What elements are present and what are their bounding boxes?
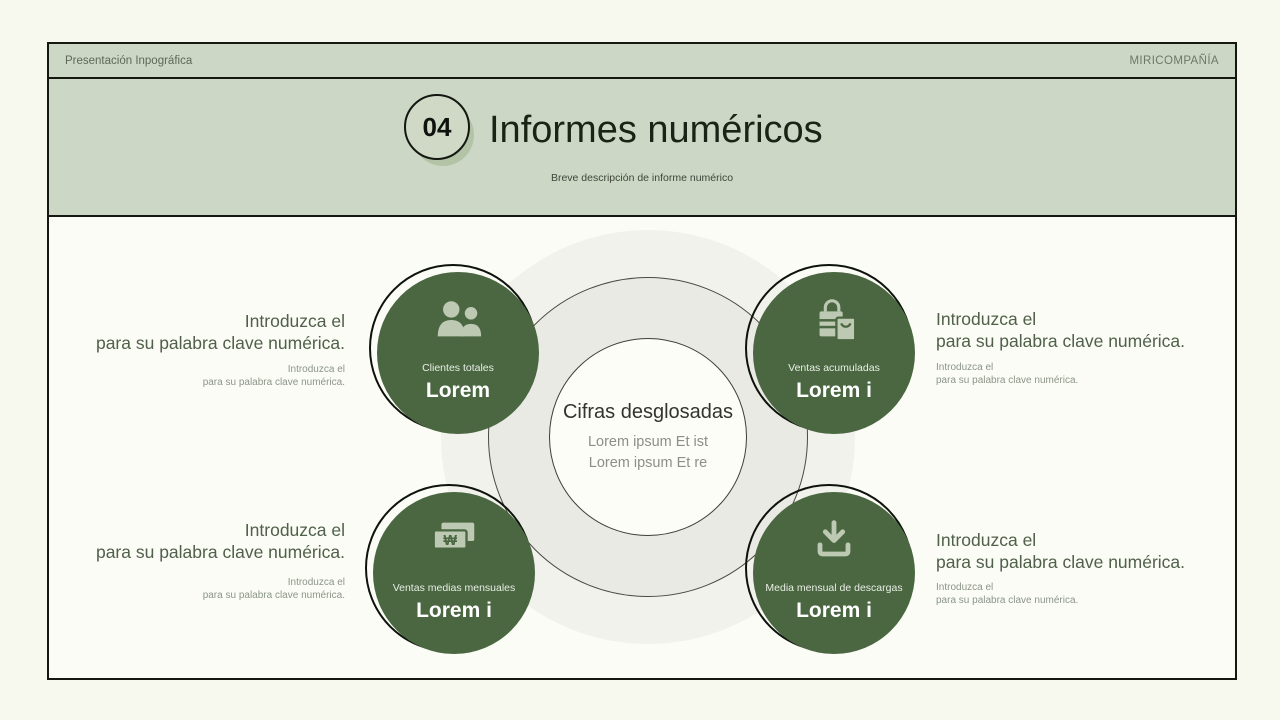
slide-content: Cifras desglosadas Lorem ipsum Et ist Lo… <box>49 219 1235 678</box>
section-number: 04 <box>404 94 470 160</box>
top-bar: Presentación Inpográfica MIRICOMPAÑÍA <box>49 44 1235 79</box>
shopping-bags-icon <box>819 298 857 341</box>
annotation-line-2: para su palabra clave numérica. <box>936 551 1186 572</box>
annotation-sub-line-2: para su palabra clave numérica. <box>936 374 1079 386</box>
annotation-sub-line-1: Introduzca el <box>287 364 345 375</box>
company-name: MIRICOMPAÑÍA <box>1129 54 1219 67</box>
center-title: Cifras desglosadas <box>562 400 734 423</box>
stat-label: Media mensual de descargas <box>765 581 903 594</box>
annotation-line-1: Introduzca el <box>244 520 345 540</box>
stat-value: Lorem i <box>796 378 872 402</box>
annotation-bottom-right-sub: Introduzca el para su palabra clave numé… <box>936 582 1236 607</box>
stat-circle: Ventas acumuladas Lorem i <box>753 272 915 434</box>
won-symbol: ₩ <box>443 532 457 548</box>
stat-value: Lorem i <box>416 598 492 622</box>
annotation-line-1: Introduzca el <box>936 309 1037 329</box>
annotation-top-right: Introduzca el para su palabra clave numé… <box>936 309 1236 352</box>
presentation-name: Presentación Inpográfica <box>65 54 193 67</box>
annotation-line-2: para su palabra clave numérica. <box>95 541 345 562</box>
slide-header: 04 Informes numéricos Breve descripción … <box>49 79 1235 217</box>
annotation-line-1: Introduzca el <box>244 311 345 331</box>
stat-circle: Clientes totales Lorem <box>377 272 539 434</box>
stat-circle: Media mensual de descargas Lorem i <box>753 492 915 654</box>
users-icon <box>437 300 482 336</box>
stat-ventas-medias: ₩ Ventas medias mensuales Lorem i <box>365 484 537 656</box>
annotation-bottom-right: Introduzca el para su palabra clave numé… <box>936 530 1236 573</box>
stat-circle: ₩ Ventas medias mensuales Lorem i <box>373 492 535 654</box>
stat-label: Ventas acumuladas <box>788 361 880 374</box>
annotation-sub-line-2: para su palabra clave numérica. <box>936 594 1079 606</box>
annotation-bottom-left-sub: Introduzca el para su palabra clave numé… <box>55 577 345 602</box>
annotation-top-right-sub: Introduzca el para su palabra clave numé… <box>936 362 1236 387</box>
annotation-top-left-sub: Introduzca el para su palabra clave numé… <box>55 364 345 389</box>
annotation-sub-line-2: para su palabra clave numérica. <box>202 589 345 601</box>
page-subtitle: Breve descripción de informe numérico <box>550 172 734 184</box>
annotation-line-1: Introduzca el <box>936 530 1037 550</box>
section-number-badge: 04 <box>404 94 476 168</box>
stat-label: Clientes totales <box>422 361 494 374</box>
stat-ventas-acumuladas: Ventas acumuladas Lorem i <box>745 264 917 436</box>
center-line-1: Lorem ipsum Et ist <box>587 433 709 450</box>
annotation-line-2: para su palabra clave numérica. <box>95 332 345 353</box>
stat-clientes-totales: Clientes totales Lorem <box>369 264 541 436</box>
center-line-2: Lorem ipsum Et re <box>588 454 708 471</box>
annotation-sub-line-2: para su palabra clave numérica. <box>202 376 345 388</box>
stat-media-descargas: Media mensual de descargas Lorem i <box>745 484 917 656</box>
center-circle: Cifras desglosadas Lorem ipsum Et ist Lo… <box>549 338 747 536</box>
banknotes-icon: ₩ <box>432 522 475 550</box>
stat-value: Lorem <box>425 378 491 402</box>
annotation-bottom-left: Introduzca el para su palabra clave numé… <box>55 520 345 563</box>
page-title: Informes numéricos <box>489 109 823 151</box>
annotation-sub-line-1: Introduzca el <box>287 577 345 588</box>
slide: Presentación Inpográfica MIRICOMPAÑÍA 04… <box>47 42 1237 680</box>
stat-label: Ventas medias mensuales <box>392 581 516 594</box>
annotation-sub-line-1: Introduzca el <box>936 582 994 593</box>
stat-value: Lorem i <box>796 598 872 622</box>
annotation-line-2: para su palabra clave numérica. <box>936 330 1186 351</box>
download-icon <box>817 519 851 556</box>
annotation-sub-line-1: Introduzca el <box>936 362 994 373</box>
annotation-top-left: Introduzca el para su palabra clave numé… <box>55 311 345 354</box>
